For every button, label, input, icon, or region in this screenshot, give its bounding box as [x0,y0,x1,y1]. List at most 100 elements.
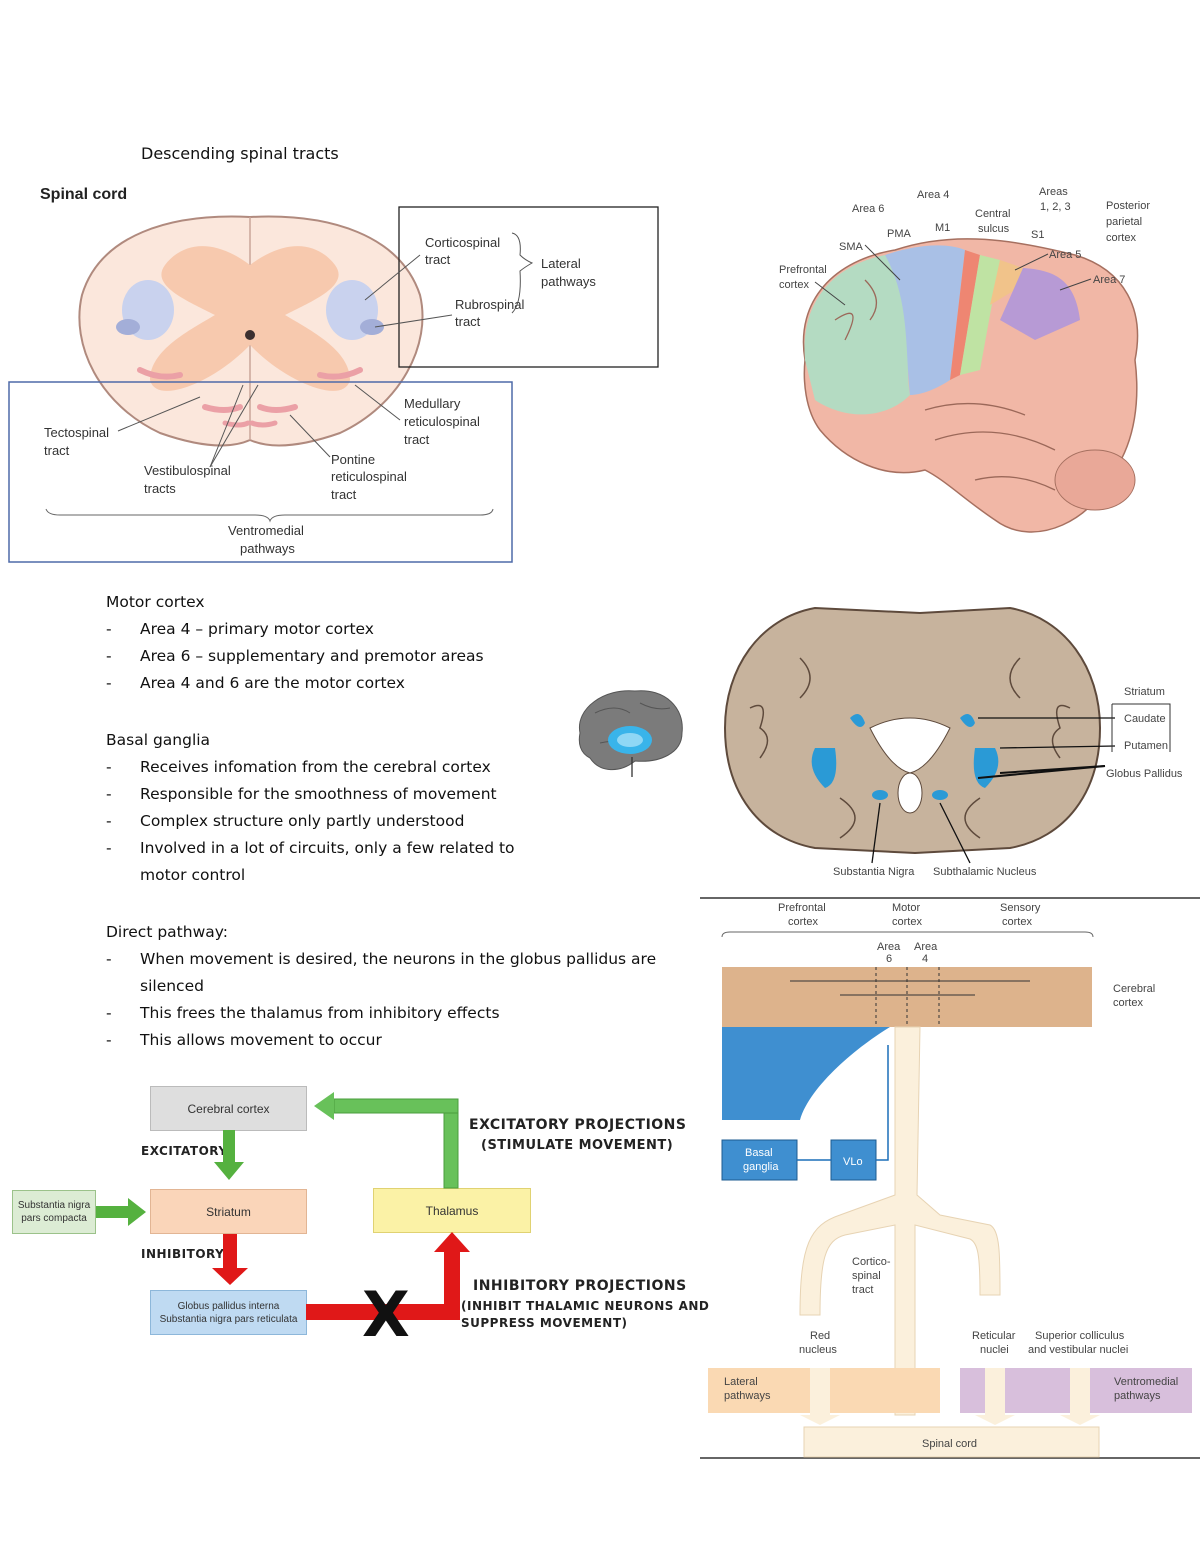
svg-text:tract: tract [455,314,481,329]
excitatory-label: EXCITATORY [141,1144,228,1158]
svg-text:tract: tract [404,432,430,447]
svg-text:nuclei: nuclei [980,1344,1009,1356]
svg-text:cortex: cortex [1106,232,1136,244]
thalamus-box: Thalamus [373,1188,531,1233]
list-item: When movement is desired, the neurons in… [106,946,680,1000]
svg-text:PMA: PMA [887,228,912,240]
svg-text:nucleus: nucleus [799,1344,837,1356]
list-item: This allows movement to occur [106,1027,686,1054]
svg-text:Spinal cord: Spinal cord [922,1438,977,1450]
svg-text:Area 4: Area 4 [917,189,949,201]
svg-text:Area: Area [914,941,938,953]
svg-text:Area 6: Area 6 [852,203,884,215]
motor-system-flow-figure: Prefrontal cortex Motor cortex Sensory c… [700,897,1200,1459]
svg-text:Posterior: Posterior [1106,200,1150,212]
direct-pathway-heading: Direct pathway: [106,923,229,941]
svg-text:reticulospinal: reticulospinal [404,414,480,429]
list-item: Responsible for the smoothness of moveme… [106,781,566,808]
basal-ganglia-section: Basal ganglia Receives infomation from t… [106,727,566,889]
svg-text:Prefrontal: Prefrontal [778,902,826,914]
s1-region [960,255,1000,375]
svg-text:Prefrontal: Prefrontal [779,264,827,276]
svg-text:pathways: pathways [724,1390,771,1402]
svg-text:Tectospinal: Tectospinal [44,425,109,440]
lateral-pathways-box [398,206,659,368]
brain-lateral-figure: Area 4 Areas 1, 2, 3 Area 6 Central sulc… [779,186,1150,533]
svg-text:Red: Red [810,1330,830,1342]
svg-text:Basal: Basal [745,1147,773,1159]
svg-text:reticulospinal: reticulospinal [331,469,407,484]
svg-text:4: 4 [922,953,928,965]
svg-text:Pontine: Pontine [331,452,375,467]
svg-text:pathways: pathways [541,274,596,289]
svg-text:1, 2, 3: 1, 2, 3 [1040,201,1071,213]
grey-matter [150,246,350,391]
area4-region [950,250,980,380]
svg-text:Putamen: Putamen [1124,740,1168,752]
svg-text:Substantia Nigra: Substantia Nigra [833,866,915,878]
list-item: This frees the thalamus from inhibitory … [106,1000,686,1027]
globus-pallidus-box: Globus pallidus interna Substantia nigra… [150,1290,307,1335]
svg-text:cortex: cortex [892,916,922,928]
svg-text:tract: tract [425,252,451,267]
svg-text:Motor: Motor [892,902,920,914]
inhibitory-projections-title: INHIBITORY PROJECTIONS [473,1278,687,1294]
svg-text:cortex: cortex [779,279,809,291]
svg-text:ganglia: ganglia [743,1161,779,1173]
small-brain-image [578,690,683,777]
svg-text:Lateral: Lateral [724,1376,758,1388]
area7-region [1000,268,1080,340]
coronal-section-figure: Striatum Caudate Putamen Globus Pallidus… [723,606,1183,878]
svg-text:Striatum: Striatum [1124,686,1165,698]
area5-region [990,260,1023,305]
svg-text:pathways: pathways [240,541,295,556]
svg-text:cortex: cortex [788,916,818,928]
svg-text:Superior colliculus: Superior colliculus [1035,1330,1125,1342]
svg-text:Subthalamic Nucleus: Subthalamic Nucleus [933,866,1037,878]
svg-text:6: 6 [886,953,892,965]
list-item: Area 4 – primary motor cortex [106,616,546,643]
svg-text:Cerebral: Cerebral [1113,983,1155,995]
basal-ganglia-heading: Basal ganglia [106,731,211,749]
svg-text:Central: Central [975,208,1010,220]
svg-text:spinal: spinal [852,1270,881,1282]
svg-text:SMA: SMA [839,241,864,253]
vlo-box [830,1139,877,1181]
ventromedial-pathways-box [8,381,513,563]
central-canal [245,330,255,340]
spinal-cord-box [803,1426,1100,1458]
block-x-mark: X [362,1278,410,1351]
spinal-cord-title: Spinal cord [40,186,127,203]
inhibitory-label: INHIBITORY [141,1247,225,1261]
svg-text:M1: M1 [935,222,950,234]
spinal-cord-figure: Spinal cord Corticospinal tract Lateral … [8,186,659,563]
list-item: Area 6 – supplementary and premotor area… [106,643,546,670]
cerebral-cortex-box: Cerebral cortex [150,1086,307,1131]
svg-text:Reticular: Reticular [972,1330,1016,1342]
list-item: Complex structure only partly understood [106,808,566,835]
motor-cortex-heading: Motor cortex [106,593,205,611]
svg-text:parietal: parietal [1106,216,1142,228]
list-item: Receives infomation from the cerebral co… [106,754,566,781]
svg-text:pathways: pathways [1114,1390,1161,1402]
svg-text:Corticospinal: Corticospinal [425,235,500,250]
list-item: Involved in a lot of circuits, only a fe… [106,835,535,889]
inhibitory-projections-line3: SUPPRESS MOVEMENT) [461,1316,628,1330]
svg-text:and vestibular nuclei: and vestibular nuclei [1028,1344,1128,1356]
list-item: Area 4 and 6 are the motor cortex [106,670,546,697]
svg-text:Caudate: Caudate [1124,713,1166,725]
svg-text:tracts: tracts [144,481,176,496]
svg-text:Lateral: Lateral [541,256,581,271]
svg-text:VLo: VLo [843,1156,863,1168]
svg-text:Medullary: Medullary [404,396,461,411]
svg-text:Ventromedial: Ventromedial [1114,1376,1178,1388]
svg-text:S1: S1 [1031,229,1044,241]
svg-text:Area 5: Area 5 [1049,249,1081,261]
svg-text:cortex: cortex [1002,916,1032,928]
direct-pathway-arrows: X [96,1092,470,1351]
basal-ganglia-box [721,1139,798,1181]
striatum-box: Striatum [150,1189,307,1234]
svg-text:tract: tract [44,443,70,458]
svg-text:tract: tract [331,487,357,502]
area6-region [885,245,965,395]
